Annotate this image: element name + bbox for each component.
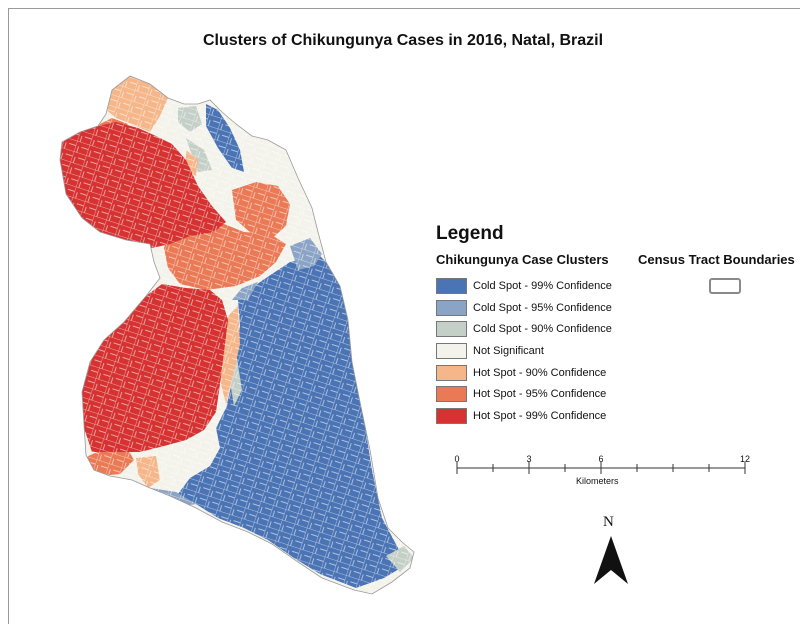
legend-swatch [436,299,467,316]
legend-swatch [436,277,467,294]
city-outline [59,75,415,595]
legend-item-label: Hot Spot - 95% Confidence [473,388,607,401]
cluster-regions [60,76,414,594]
map-title: Clusters of Chikungunya Cases in 2016, N… [202,32,604,49]
legend-title: Legend [436,223,504,244]
legend-swatch [436,407,467,424]
map-frame [8,8,800,624]
legend-swatch [436,386,467,403]
legend-item: Hot Spot - 99% Confidence [436,405,612,427]
legend-items: Cold Spot - 99% Confidence Cold Spot - 9… [436,275,612,427]
legend-item: Not Significant [436,340,612,362]
north-label: N [603,514,614,530]
tract-boundary-texture [60,76,414,594]
legend-item: Hot Spot - 95% Confidence [436,383,612,405]
legend-item-label: Not Significant [473,344,544,357]
scale-tick-label: 0 [454,454,460,464]
legend-swatch [436,342,467,359]
legend-item: Hot Spot - 90% Confidence [436,362,612,384]
legend-swatch [436,321,467,338]
legend-item: Cold Spot - 95% Confidence [436,297,612,319]
scale-tick-label: 12 [739,454,751,464]
legend-item-label: Cold Spot - 95% Confidence [473,301,612,314]
legend-subtitle: Chikungunya Case Clusters [436,252,609,267]
scale-tick-label: 6 [598,454,604,464]
legend-item-label: Cold Spot - 90% Confidence [473,323,612,336]
legend-item: Cold Spot - 99% Confidence [436,275,612,297]
legend-item-label: Cold Spot - 99% Confidence [473,279,612,292]
legend-item: Cold Spot - 90% Confidence [436,318,612,340]
scale-tick-label: 3 [526,454,532,464]
legend-swatch [436,364,467,381]
tract-legend-title: Census Tract Boundaries [638,252,795,267]
legend-item-label: Hot Spot - 99% Confidence [473,409,607,422]
tract-boundary-symbol [709,278,741,294]
north-arrow-icon [594,536,628,584]
scale-bar [456,462,746,474]
scale-unit-label: Kilometers [576,476,619,486]
legend-item-label: Hot Spot - 90% Confidence [473,366,607,379]
